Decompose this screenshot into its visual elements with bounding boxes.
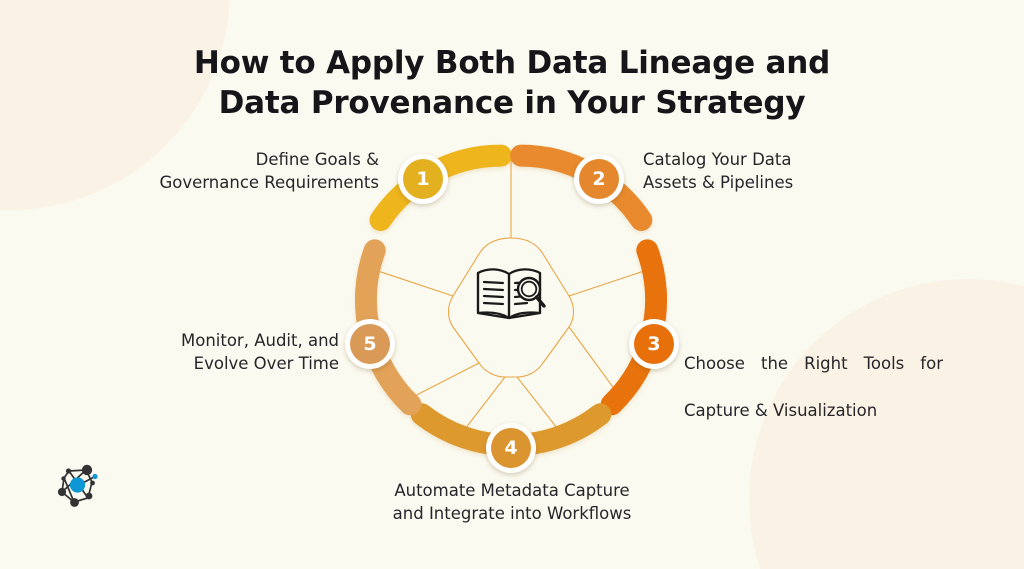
step-badge-3[interactable]: 3 [629, 319, 679, 369]
step-badge-4-number: 4 [491, 428, 531, 468]
step-badge-2-number: 2 [579, 159, 619, 199]
page-title: How to Apply Both Data Lineage and Data … [193, 45, 831, 121]
step-badge-5-number: 5 [350, 324, 390, 364]
step-badge-2[interactable]: 2 [574, 154, 624, 204]
step-caption-5: Monitor, Audit, and Evolve Over Time [180, 331, 339, 374]
step-badge-3-number: 3 [634, 324, 674, 364]
network-nodes-logo[interactable] [52, 458, 106, 512]
step-caption-3-line-1: Choose the Right Tools for [684, 354, 943, 374]
step-badge-4[interactable]: 4 [486, 423, 536, 473]
step-caption-3: Choose the Right Tools for Capture & Vis… [684, 329, 952, 423]
step-badge-5[interactable]: 5 [345, 319, 395, 369]
step-caption-3-line-2: Capture & Visualization [684, 401, 878, 421]
step-caption-4: Automate Metadata Capture and Integrate … [392, 481, 632, 524]
background-circle-bottom-right [749, 279, 1024, 569]
step-caption-1: Define Goals & Governance Requirements [159, 150, 380, 193]
open-book-with-magnifier-icon [473, 263, 549, 323]
step-caption-2: Catalog Your Data Assets & Pipelines [643, 150, 794, 193]
step-badge-1[interactable]: 1 [398, 154, 448, 204]
step-badge-1-number: 1 [403, 159, 443, 199]
